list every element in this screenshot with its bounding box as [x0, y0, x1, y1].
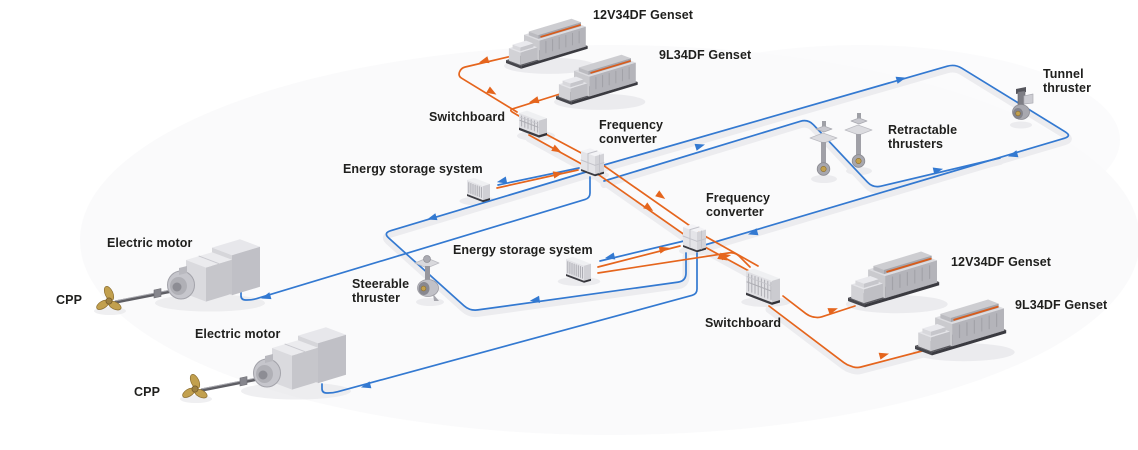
edge-ess1-blue [497, 167, 580, 186]
flow-arrow-21 [360, 381, 372, 389]
flow-arrow-1 [479, 56, 490, 64]
flow-arrow-16 [496, 176, 508, 184]
track-sb2-genset4 [765, 306, 926, 375]
equip-genset-1 [506, 18, 588, 69]
equip-genset-4 [915, 299, 1007, 356]
flow-arrow-10 [827, 308, 838, 315]
equip-switchboard-1 [519, 110, 547, 138]
equip-steerable [414, 255, 440, 301]
flow-arrow-3 [551, 144, 562, 153]
flow-arrow-5 [655, 190, 666, 199]
equip-switchboard-2 [746, 268, 780, 305]
flow-arrow-11 [878, 352, 890, 360]
equip-freq-conv-2 [682, 224, 707, 253]
equip-ess-2 [566, 256, 591, 283]
equip-retract-1 [809, 121, 838, 176]
equip-freq-conv-1 [580, 148, 605, 177]
edge-motor1-line [240, 176, 591, 301]
edge-motor2-line [321, 252, 698, 394]
flow-arrow-19 [529, 295, 541, 303]
edge-ess1-orange [496, 169, 579, 189]
equip-tunnel [1012, 87, 1034, 120]
edge-ess2-orange-b [597, 251, 751, 274]
edge-sb2-genset3 [782, 295, 856, 319]
edge-retractable-branch [603, 119, 1001, 188]
flow-arrow-4 [643, 202, 654, 211]
flow-arrow-14 [1008, 150, 1019, 158]
flow-arrow-15 [748, 228, 759, 236]
flow-arrow-22 [932, 167, 944, 175]
flow-arrow-18 [427, 213, 438, 221]
track-steerable-loop [382, 172, 690, 318]
flow-arrow-2 [529, 96, 540, 104]
flow-arrow-12 [895, 76, 906, 84]
flow-arrow-20 [261, 292, 272, 300]
flow-arrow-7 [552, 171, 564, 179]
edge-sb2-genset4 [768, 305, 923, 369]
equipment-layer [96, 18, 1034, 399]
equip-motor-2 [182, 327, 346, 399]
equip-genset-2 [556, 54, 638, 105]
equip-genset-3 [848, 251, 940, 308]
track-tunnel-loop [593, 65, 1072, 254]
flow-arrow-8 [658, 246, 670, 254]
flow-arrow-13 [694, 143, 705, 151]
equip-ess-1 [467, 177, 490, 203]
arrow-layer [261, 56, 1019, 389]
track-retractable-branch [600, 120, 1004, 194]
edge-steerable-loop [385, 171, 687, 311]
edge-tunnel-loop [596, 64, 1070, 248]
edge-genset2-feed [509, 93, 561, 117]
equip-motor-1 [96, 239, 260, 311]
flow-arrow-0 [486, 86, 497, 95]
flow-arrow-17 [604, 252, 616, 260]
flow-arrow-9 [720, 253, 732, 261]
equip-retract-2 [844, 113, 873, 168]
edge-genset1-feed [458, 55, 518, 113]
